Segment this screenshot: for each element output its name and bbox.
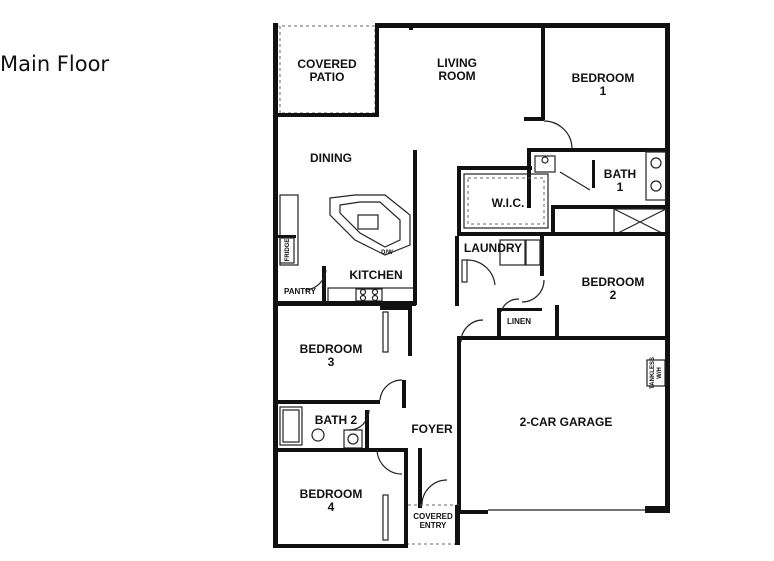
linen-label: LINEN [507,317,531,326]
bedroom1-label: BEDROOM [572,71,635,85]
bedroom4-label: BEDROOM [300,487,363,501]
covered-patio-outline [276,25,376,114]
living-room-label: LIVING [437,56,477,70]
bedroom2-walls [460,232,670,340]
page-title: Main Floor [0,52,110,76]
dishwasher-label: D/W [381,250,393,256]
bedroom1-number: 1 [600,84,607,98]
bedroom4-number: 4 [328,500,335,514]
wic [457,166,555,236]
foyer-label: FOYER [411,422,453,436]
bedroom2-label: BEDROOM [582,275,645,289]
tankless-label: TANKLESS [650,357,656,389]
garage-walls [457,319,666,514]
laundry-label: LAUNDRY [464,241,522,255]
bedroom1-walls [524,23,670,152]
living-room-label-2: ROOM [438,69,475,83]
bath1-number: 1 [617,180,624,194]
dining-label: DINING [310,151,352,165]
exterior-walls [273,23,670,548]
garage-label: 2-CAR GARAGE [520,415,613,429]
wic-label: W.I.C. [492,196,525,210]
fixture-labels: FRIDGE D/W TANKLESS W/H [285,239,663,389]
covered-entry-label-2: ENTRY [420,521,447,530]
bedroom3-walls [276,306,412,408]
bedroom4-walls [276,448,404,541]
bedroom2-number: 2 [610,288,617,302]
pantry-label: PANTRY [284,287,317,296]
laundry [455,236,544,306]
kitchen-label: KITCHEN [349,268,402,282]
bedroom3-label: BEDROOM [300,342,363,356]
kitchen [276,28,417,306]
tankless-label-2: W/H [657,367,663,379]
bath2 [279,406,370,450]
bath1 [527,148,670,236]
covered-entry-label: COVERED [413,512,453,521]
covered-patio-label: COVERED [297,57,357,71]
bath2-label: BATH 2 [315,413,358,427]
room-labels: COVERED PATIO LIVING ROOM BEDROOM 1 DINI… [284,56,644,530]
bedroom3-number: 3 [328,355,335,369]
entry [408,448,460,545]
fridge-label: FRIDGE [285,239,291,262]
covered-patio-label-2: PATIO [310,70,345,84]
bath1-label: BATH [604,167,636,181]
